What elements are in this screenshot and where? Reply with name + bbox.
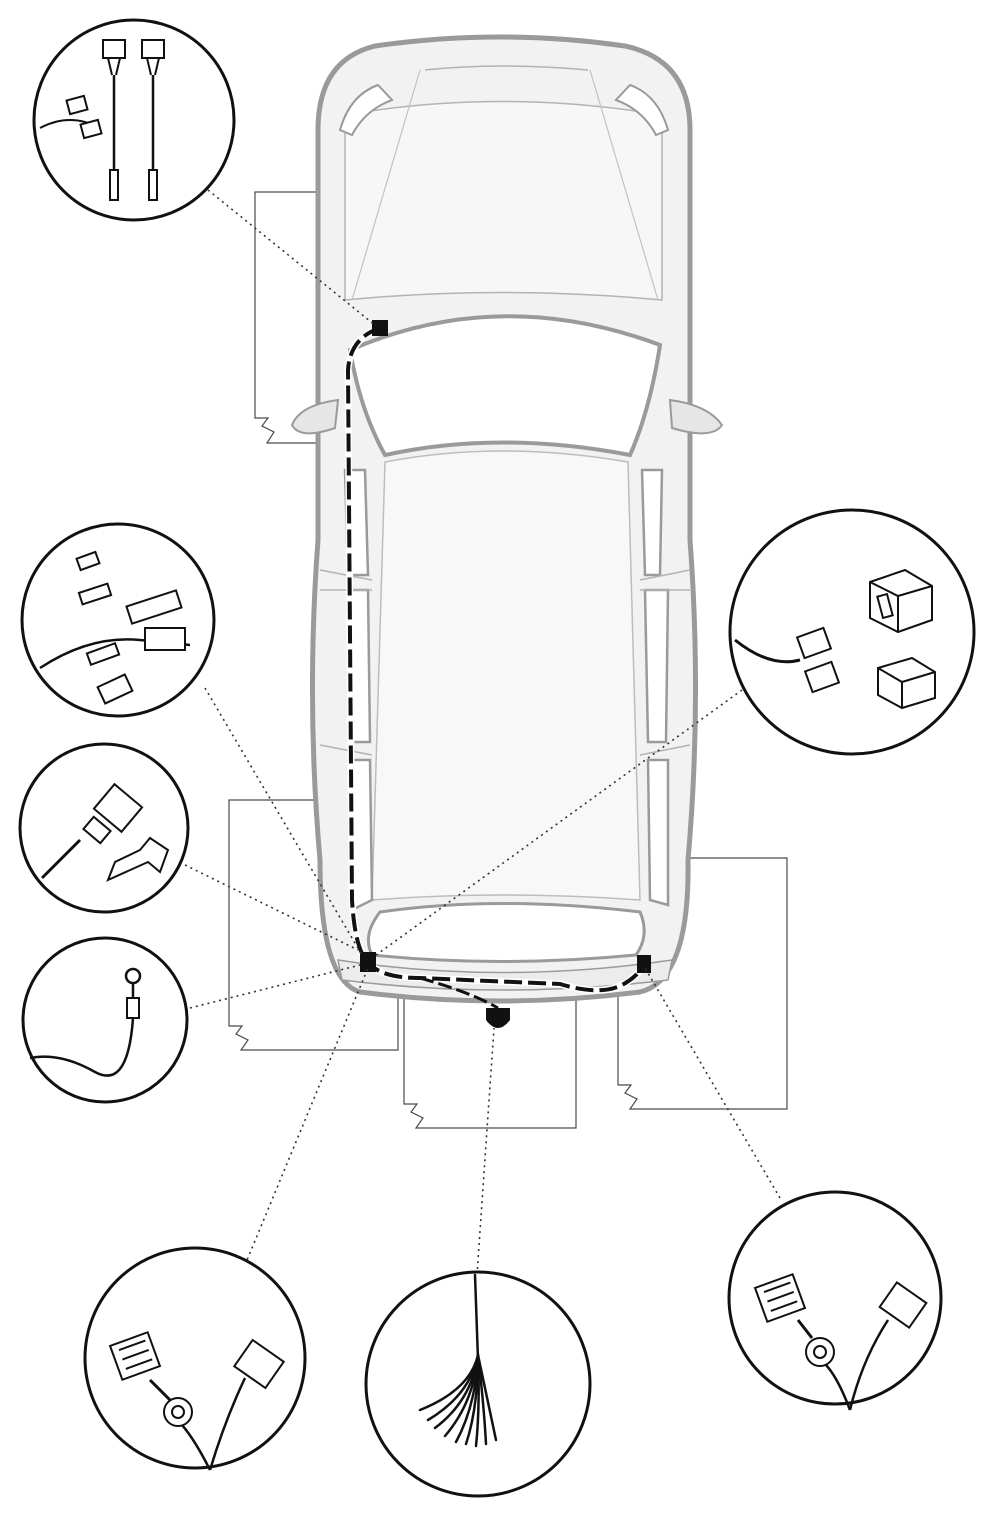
lamp-socket-connectors-icon [753,1272,928,1411]
hood-crease-left [351,69,421,301]
tow-socket [486,1008,510,1028]
leader-left-middle [184,864,359,951]
hood-crease-right [589,69,659,301]
leader-lines [184,189,781,1276]
leader-top-left [207,189,377,327]
ring-terminal-icon [29,967,142,1077]
detail-circle-right-upper [728,508,976,756]
connector-rear-left [360,952,376,972]
splice-connectors-icon [39,39,165,201]
side-window-right-mid [643,588,670,744]
connector-clip-icon [40,782,170,882]
detail-circle-bottom-center [364,1270,592,1498]
detail-circle-bottom-left [83,1246,307,1471]
windshield [347,314,663,458]
car-body [290,34,724,1004]
headlight-left [338,83,394,137]
detail-circle-bottom-right [727,1190,943,1411]
detail-circle-left-lower [21,936,189,1104]
loose-wire-ends-icon [418,1273,498,1448]
headlight-right [614,83,670,137]
connector-rear-right [637,955,651,973]
mirror-left [290,398,340,435]
leader-bottom-right [644,967,781,1199]
mirror-right [668,398,724,435]
pillar-lines [319,569,691,756]
rear-window [366,902,646,963]
detail-circle-left-middle [18,742,190,914]
roof [371,450,641,901]
grille-line [424,65,589,71]
rear-bumper [337,959,673,991]
lamp-socket-connectors-icon [108,1330,286,1471]
side-window-right-rear [646,758,670,907]
control-modules-icon [734,568,936,710]
detail-circle-left-upper [20,522,216,718]
leader-left-upper [204,687,363,956]
hood-panel [344,100,663,301]
connector-front [372,320,388,336]
harness-center-branch [419,976,499,1010]
leader-right-upper [371,689,743,959]
fuse-and-connectors-icon [39,550,191,705]
side-window-right-front [640,468,664,577]
detail-circle-top-left [32,18,236,222]
harness-main-run-dash [345,326,647,993]
wiring-harness [344,320,651,1028]
